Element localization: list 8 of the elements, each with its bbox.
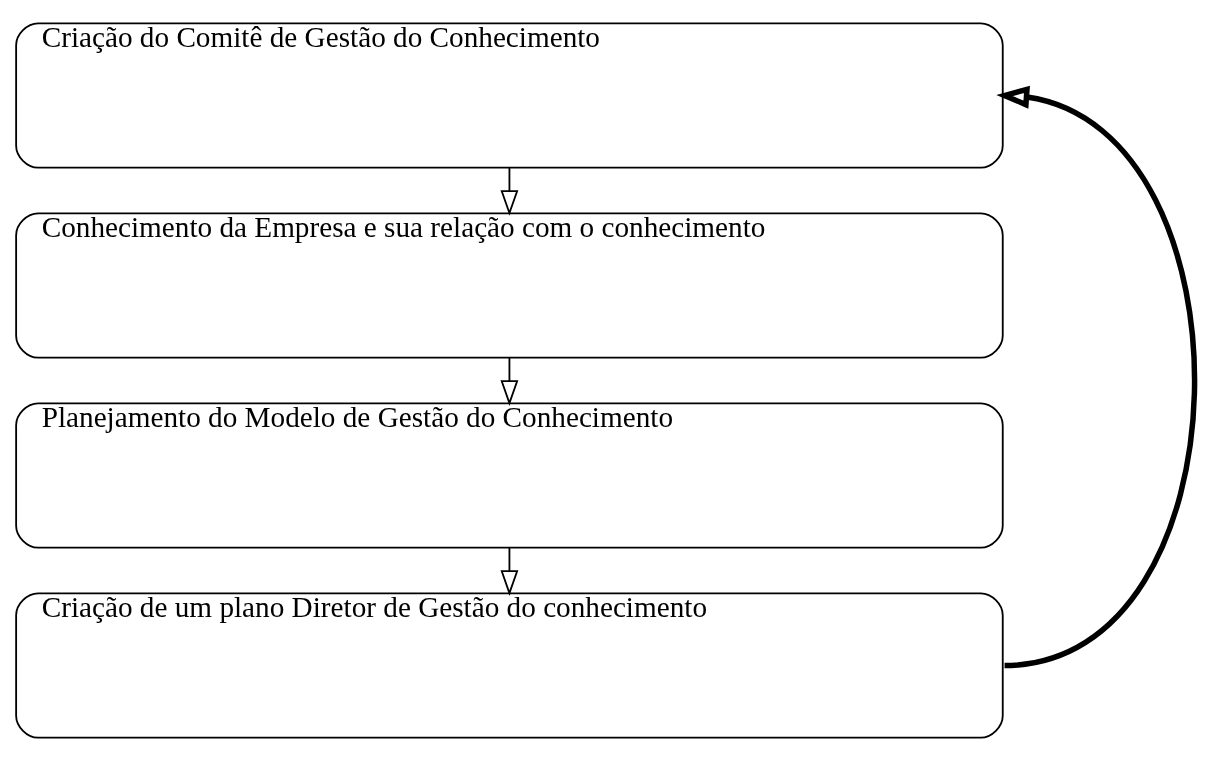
arrow: [500, 166, 519, 216]
node-box: Criação de um plano Diretor de Gestão do conhecimento: [15, 591, 1004, 739]
node-box: Criação do Comitê de Gestão do Conhecimento: [15, 21, 1004, 169]
arrow: [996, 85, 1197, 668]
arrow: [500, 356, 519, 406]
node-box: Planejamento do Modelo de Gestão do Conhecimento: [15, 401, 1004, 549]
node-box: Conhecimento da Empresa e sua relação com o conhecimento: [15, 211, 1004, 359]
arrow: [500, 546, 519, 596]
